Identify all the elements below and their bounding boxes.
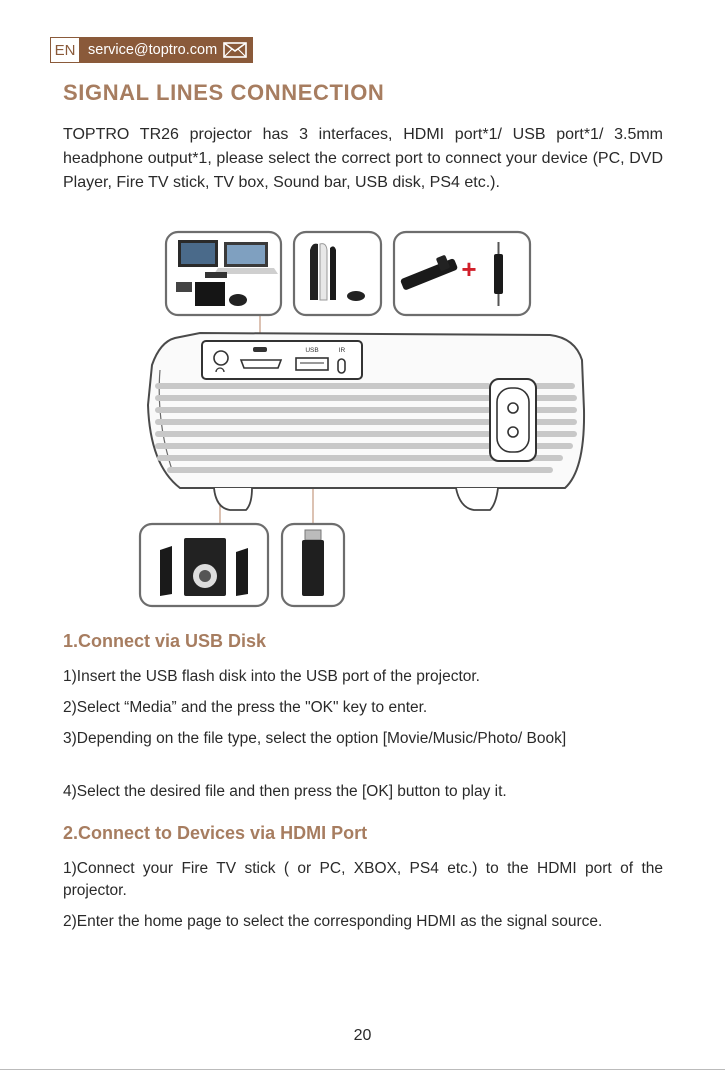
soundbar-box — [138, 522, 270, 608]
usb-disk-box — [280, 522, 346, 608]
vent-grille — [155, 383, 577, 473]
connection-diagram: + USB IR — [138, 230, 586, 608]
usb-step-2: 2)Select “Media” and the press the "OK" … — [63, 699, 428, 716]
bottom-rule — [0, 1069, 725, 1070]
language-badge: EN — [50, 37, 80, 63]
hdmi-step-2: 2)Enter the home page to select the corr… — [63, 913, 603, 930]
section-heading-hdmi: 2.Connect to Devices via HDMI Port — [63, 823, 368, 843]
hdmi-step-1: 1)Connect your Fire TV stick ( or PC, XB… — [63, 860, 663, 899]
fire-tv-stick-box: + — [392, 230, 532, 317]
page-number: 20 — [353, 1027, 372, 1044]
usb-port-label: USB — [305, 347, 318, 354]
email-text[interactable]: service@toptro.com — [88, 42, 218, 58]
page-title: SIGNAL LINES CONNECTION — [63, 80, 385, 105]
ir-port-label: IR — [339, 347, 346, 354]
page-header: EN service@toptro.com — [50, 37, 254, 63]
usb-step-1: 1)Insert the USB flash disk into the USB… — [63, 668, 480, 685]
plus-sign: + — [461, 254, 476, 284]
projector-body: USB IR — [146, 331, 586, 511]
email-box: service@toptro.com — [80, 37, 254, 63]
computers-console-box — [164, 230, 283, 317]
envelope-icon — [223, 42, 247, 58]
ps5-box — [292, 230, 383, 317]
intro-paragraph: TOPTRO TR26 projector has 3 interfaces, … — [63, 126, 663, 191]
usb-step-3: 3)Depending on the file type, select the… — [63, 730, 567, 747]
section-heading-usb: 1.Connect via USB Disk — [63, 631, 267, 651]
usb-step-4: 4)Select the desired file and then press… — [63, 783, 507, 800]
